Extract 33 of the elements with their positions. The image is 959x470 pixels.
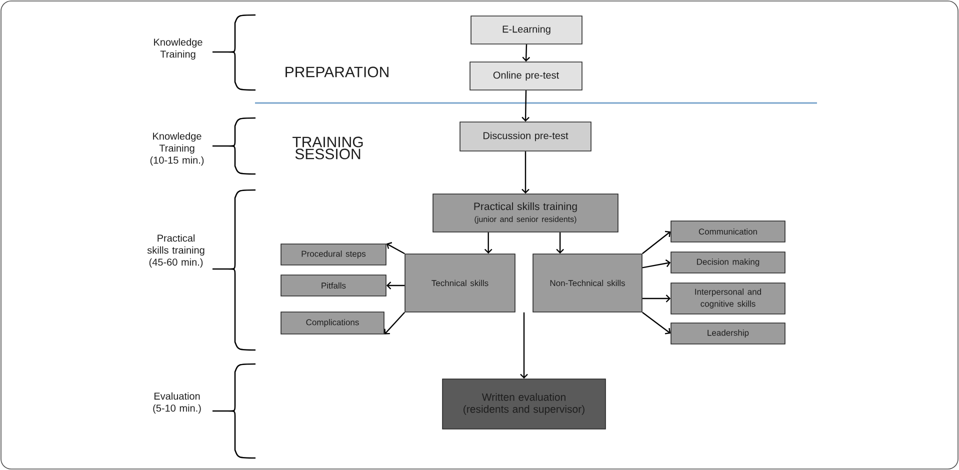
arrow xyxy=(642,259,671,268)
process-box: Leadership xyxy=(670,322,786,344)
phase-heading: PREPARATION xyxy=(286,66,388,78)
arrow xyxy=(556,232,564,254)
process-box: Technical skills xyxy=(404,254,516,312)
section-label: Knowledge Training xyxy=(154,38,202,60)
arrow xyxy=(522,151,530,194)
process-box: Non-Technical skills xyxy=(532,254,642,312)
section-label: Knowledge Training (10-15 min.) xyxy=(150,132,204,166)
arrow xyxy=(642,312,671,334)
arrow xyxy=(522,90,530,122)
process-box: Online pre-test xyxy=(470,62,582,90)
arrow xyxy=(386,282,405,290)
arrow xyxy=(484,232,492,254)
section-label: Practical skills training (45-60 min.) xyxy=(147,234,204,268)
section-label: Evaluation (5-10 min.) xyxy=(153,392,201,414)
process-box: Communication xyxy=(670,220,786,242)
process-box: Interpersonal and cognitive skills xyxy=(670,282,786,314)
arrow xyxy=(642,230,671,254)
arrow xyxy=(386,242,405,254)
process-box: Discussion pre-test xyxy=(460,122,592,152)
process-box: Decision making xyxy=(670,252,786,274)
phase-heading: TRAINING SESSION xyxy=(292,136,363,160)
process-box: Procedural steps xyxy=(280,244,386,266)
arrow xyxy=(522,44,530,62)
process-box: Complications xyxy=(280,312,384,334)
process-box: Pitfalls xyxy=(280,274,386,296)
arrow xyxy=(642,294,671,302)
process-box: E-Learning xyxy=(470,16,582,44)
arrow xyxy=(384,312,406,334)
process-box: Practical skills training (junior and senior residents) xyxy=(432,194,618,232)
process-box: Written evaluation (residents and supervisor) xyxy=(442,378,606,430)
arrow xyxy=(520,312,528,379)
